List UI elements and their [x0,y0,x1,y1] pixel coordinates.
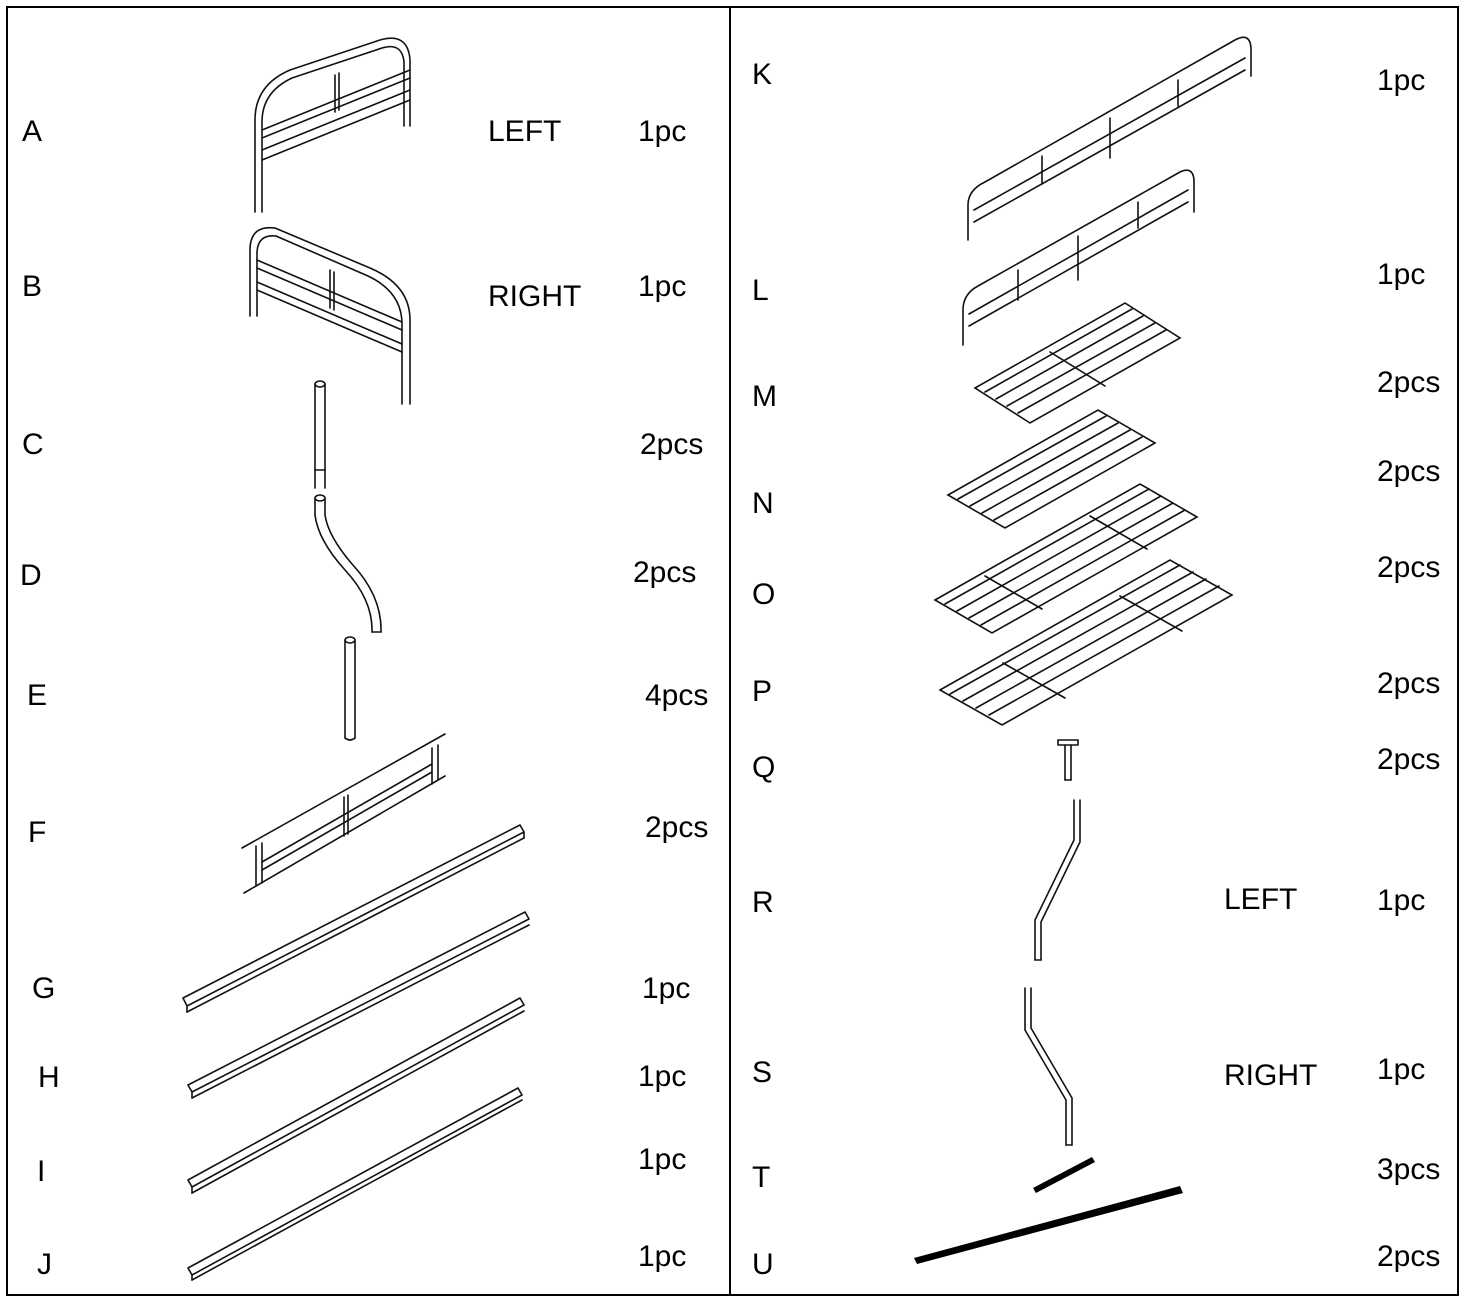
part-r-side: LEFT [1224,883,1298,916]
part-h-qty: 1pc [638,1060,687,1093]
part-i-letter: I [37,1155,46,1188]
part-a-drawing [254,37,411,213]
part-p-qty: 2pcs [1377,667,1441,700]
part-u-drawing [914,1186,1183,1264]
part-c-drawing [314,380,326,489]
part-o-drawing [933,483,1199,634]
part-n-letter: N [752,487,774,520]
part-o-letter: O [752,578,776,611]
part-r-qty: 1pc [1377,884,1426,917]
part-l-drawing [962,169,1195,346]
part-g-letter: G [32,972,56,1005]
part-e-letter: E [27,679,48,712]
part-e-qty: 4pcs [645,679,709,712]
part-u-letter: U [752,1248,774,1281]
part-h-drawing [187,911,530,1099]
part-c-qty: 2pcs [640,428,704,461]
part-r-drawing [1034,799,1081,961]
part-i-drawing [187,997,525,1194]
part-c-letter: C [22,428,44,461]
part-a-letter: A [22,115,43,148]
part-i-qty: 1pc [638,1143,687,1176]
part-d-drawing [314,494,382,633]
part-e-drawing [344,636,356,741]
part-l-qty: 1pc [1377,258,1426,291]
part-a-qty: 1pc [638,115,687,148]
part-n-drawing [946,409,1157,529]
part-m-letter: M [752,380,777,413]
part-f-drawing [241,733,446,894]
part-m-qty: 2pcs [1377,366,1441,399]
part-q-drawing [1057,739,1079,781]
part-r-letter: R [752,886,774,919]
part-p-drawing [938,559,1234,726]
part-d-letter: D [20,559,42,592]
part-p-letter: P [752,675,773,708]
part-l-letter: L [752,274,769,307]
part-t-qty: 3pcs [1377,1153,1441,1186]
part-m-drawing [973,302,1182,424]
part-n-qty: 2pcs [1377,455,1441,488]
part-s-letter: S [752,1056,773,1089]
part-s-qty: 1pc [1377,1053,1426,1086]
part-s-drawing [1024,987,1073,1146]
part-h-letter: H [38,1061,60,1094]
part-u-qty: 2pcs [1377,1240,1441,1273]
part-b-drawing [249,226,411,405]
part-b-side: RIGHT [488,280,582,313]
part-t-letter: T [752,1161,771,1194]
part-s-side: RIGHT [1224,1059,1318,1092]
part-j-letter: J [37,1248,52,1281]
part-o-qty: 2pcs [1377,551,1441,584]
part-q-qty: 2pcs [1377,743,1441,776]
part-f-qty: 2pcs [645,811,709,844]
part-g-qty: 1pc [642,972,691,1005]
part-d-qty: 2pcs [633,556,697,589]
part-f-letter: F [28,816,47,849]
part-k-qty: 1pc [1377,64,1426,97]
part-a-side: LEFT [488,115,562,148]
part-t-drawing [1033,1157,1095,1193]
part-k-letter: K [752,58,773,91]
part-q-letter: Q [752,751,776,784]
part-k-drawing [967,36,1252,241]
part-j-drawing [187,1087,523,1281]
part-b-qty: 1pc [638,270,687,303]
part-g-drawing [182,824,525,1013]
part-j-qty: 1pc [638,1240,687,1273]
part-b-letter: B [22,270,43,303]
